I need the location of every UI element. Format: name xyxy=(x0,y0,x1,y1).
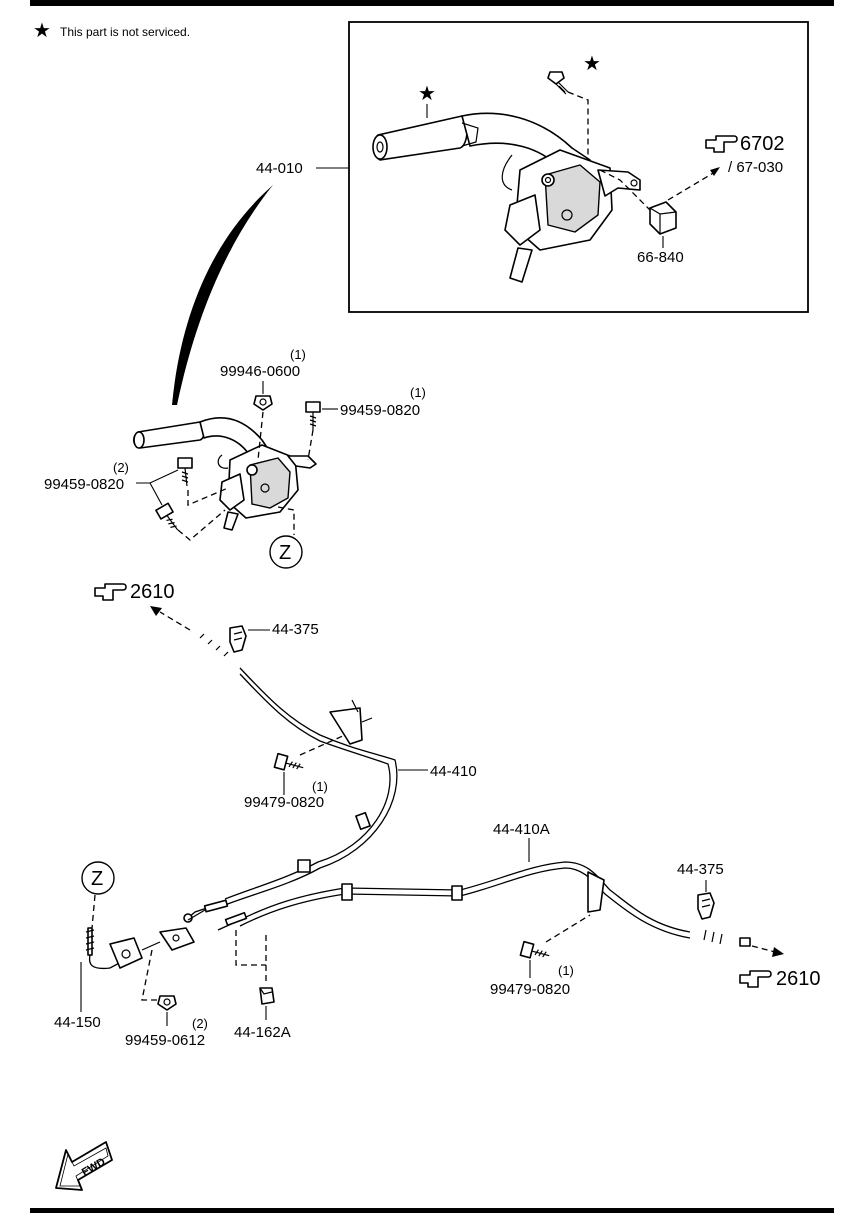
ref-2610-right-hand-icon xyxy=(739,970,772,988)
label-bolt-right-lower-qty: (1) xyxy=(558,963,574,978)
label-rear-cable: 44-410A xyxy=(493,821,550,838)
switch-arrow-head xyxy=(710,167,720,176)
leader-bolt-left xyxy=(136,469,179,506)
label-detail-z-lower: Z xyxy=(91,868,103,890)
arrow-2610-right-line xyxy=(751,945,776,953)
label-equalizer: 44-150 xyxy=(54,1014,101,1031)
bolt-left-upper-part xyxy=(177,457,193,487)
dash-bolt-left-upper xyxy=(187,487,229,506)
nut-top-part xyxy=(253,395,273,411)
arrow-2610-top-head xyxy=(150,606,162,616)
label-bolt-right: 99459-0820 xyxy=(340,402,420,419)
legend-note: This part is not serviced. xyxy=(60,25,190,39)
dash-bolt-right-lower xyxy=(545,914,591,943)
dash-clip-lower xyxy=(235,930,267,985)
ref-2610-top-hand-icon xyxy=(94,583,127,601)
label-clip-lower: 44-162A xyxy=(234,1024,291,1041)
bottom-rule xyxy=(30,1208,834,1213)
label-nut-top: 99946-0600 xyxy=(220,363,300,380)
label-bolt-left: 99459-0820 xyxy=(44,476,124,493)
switch-part xyxy=(649,201,677,235)
label-switch: 66-840 xyxy=(637,249,684,266)
label-bolt-mid-qty: (1) xyxy=(312,779,328,794)
dash-bolt-left-lower xyxy=(177,509,226,541)
dash-detail-z-upper xyxy=(277,506,295,535)
clip-right-part xyxy=(697,892,715,920)
legend: ★ This part is not serviced. xyxy=(33,20,190,42)
label-bolt-mid: 99479-0820 xyxy=(244,794,324,811)
label-ref-2610-right: 2610 xyxy=(776,968,821,990)
dash-nut-top xyxy=(257,411,264,461)
top-rule xyxy=(30,0,834,6)
bolt-left-lower-part xyxy=(155,502,179,531)
label-bolt-right-qty: (1) xyxy=(410,385,426,400)
star-not-serviced-lever: ★ xyxy=(418,83,436,105)
label-bolt-right-lower: 99479-0820 xyxy=(490,981,570,998)
dash-nut-lower xyxy=(141,949,160,1001)
fwd-arrow-icon: FWD xyxy=(55,1141,113,1191)
equalizer-drawing xyxy=(85,909,206,970)
ref-6702-hand-icon xyxy=(705,135,738,153)
label-nut-lower: 99459-0612 xyxy=(125,1032,205,1049)
bolt-right-part xyxy=(305,401,321,430)
arrow-2610-top-line xyxy=(159,611,191,631)
bolt-mid-part xyxy=(273,752,304,771)
front-cable-drawing xyxy=(187,630,398,919)
clip-lower-part xyxy=(259,987,275,1005)
bolt-right-lower-part xyxy=(519,940,550,959)
switch-arrow-line xyxy=(667,171,716,201)
star-not-serviced-screw: ★ xyxy=(583,53,601,75)
label-front-cable: 44-410 xyxy=(430,763,477,780)
dash-detail-z-lower xyxy=(91,894,96,929)
inset-lever-drawing xyxy=(372,71,651,283)
label-lever-assy: 44-010 xyxy=(256,160,303,177)
detail-z-circle-lower xyxy=(81,861,115,895)
label-nut-top-qty: (1) xyxy=(290,347,306,362)
detail-z-circle-upper xyxy=(269,535,303,569)
label-ref-67-030: / 67-030 xyxy=(728,159,783,176)
dash-bolt-right xyxy=(307,429,314,461)
label-nut-lower-qty: (2) xyxy=(192,1016,208,1031)
dash-bolt-mid xyxy=(299,734,346,756)
nut-lower-part xyxy=(157,995,177,1011)
label-bolt-left-qty: (2) xyxy=(113,460,129,475)
label-clip-right: 44-375 xyxy=(677,861,724,878)
label-ref-6702: 6702 xyxy=(740,133,785,155)
label-detail-z-upper: Z xyxy=(279,542,291,564)
lever-assembly-drawing xyxy=(132,416,317,531)
inset-box xyxy=(348,21,809,313)
legend-star-icon: ★ xyxy=(33,20,51,42)
label-clip-top: 44-375 xyxy=(272,621,319,638)
clip-top-part xyxy=(229,625,247,653)
arrow-2610-right-head xyxy=(772,947,784,957)
label-ref-2610-top: 2610 xyxy=(130,581,175,603)
rear-cable-drawing xyxy=(217,861,751,947)
